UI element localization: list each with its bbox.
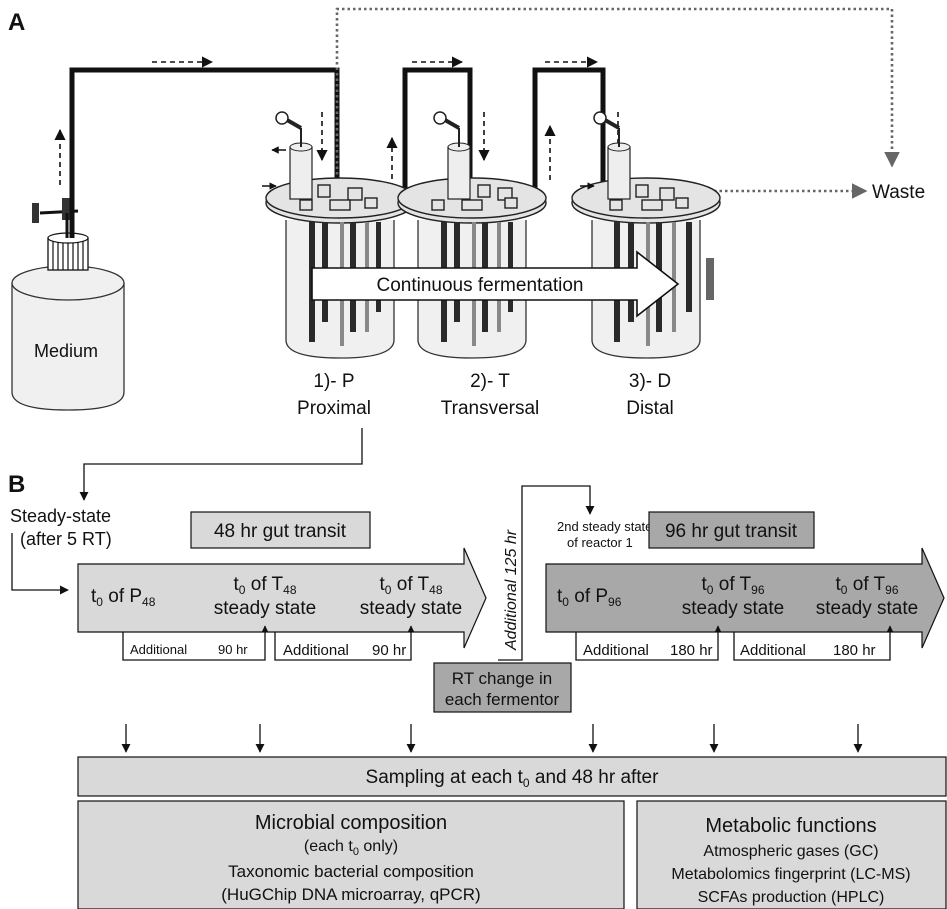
phase48-steady-2: steady state bbox=[360, 598, 462, 619]
bracket-180-1 bbox=[575, 625, 722, 661]
tube-p-to-t bbox=[402, 67, 473, 192]
add96-2-hours: 180 hr bbox=[833, 642, 876, 659]
steady-state-line1: Steady-state bbox=[10, 506, 111, 526]
gas-line bbox=[335, 7, 900, 180]
phase48-t0-t2: t0 of T48 bbox=[380, 574, 443, 597]
microbial-line1: Taxonomic bacterial composition bbox=[228, 862, 474, 881]
sampling-box bbox=[77, 756, 947, 797]
transit-48-label: 48 hr gut transit bbox=[214, 521, 347, 542]
add96-1-word: Additional bbox=[583, 642, 649, 659]
metabolic-line1: Atmospheric gases (GC) bbox=[703, 843, 878, 860]
microbial-line2: (HuGChip DNA microarray, qPCR) bbox=[221, 885, 480, 904]
reactor-distal bbox=[571, 111, 721, 359]
metabolic-title: Metabolic functions bbox=[705, 815, 876, 837]
continuous-fermentation-arrow bbox=[311, 250, 680, 318]
add48-1-hours: 90 hr bbox=[218, 642, 248, 657]
tube-t-to-d bbox=[532, 67, 606, 192]
phase96-t0-t1: t0 of T96 bbox=[702, 574, 765, 597]
metabolic-line3: SCFAs production (HPLC) bbox=[698, 889, 885, 906]
phase96-t0-p: t0 of P96 bbox=[557, 586, 622, 609]
phase48-t0-t1: t0 of T48 bbox=[234, 574, 297, 597]
transit-96-label: 96 hr gut transit bbox=[665, 521, 798, 542]
connector-125hr bbox=[498, 485, 595, 661]
metabolic-functions-box bbox=[636, 800, 947, 909]
add96-2-word: Additional bbox=[740, 642, 806, 659]
bracket-90-1 bbox=[122, 625, 269, 661]
reactor-transversal bbox=[397, 111, 547, 359]
transit-96-box bbox=[648, 511, 815, 549]
connector-to-steady-state bbox=[79, 428, 363, 501]
continuous-fermentation-label: Continuous fermentation bbox=[376, 275, 583, 296]
reactor-1-name: Proximal bbox=[297, 398, 371, 419]
add48-1-word: Additional bbox=[130, 642, 187, 657]
second-steady-line1: 2nd steady state bbox=[557, 519, 652, 534]
reactor-3-name: Distal bbox=[626, 398, 674, 419]
metabolic-line2: Metabolomics fingerprint (LC-MS) bbox=[671, 866, 910, 883]
medium-bottle bbox=[11, 198, 125, 411]
reactor-1-code: 1)- P bbox=[313, 371, 354, 392]
rt-change-line1: RT change in bbox=[452, 669, 553, 688]
microbial-note: (each t0 only) bbox=[304, 838, 398, 858]
panel-b-label: B bbox=[8, 471, 25, 498]
panel-a-label: A bbox=[8, 9, 25, 36]
steady-state-line2: (after 5 RT) bbox=[20, 529, 112, 549]
sampling-label: Sampling at each t0 and 48 hr after bbox=[366, 767, 660, 790]
microbial-composition-box bbox=[77, 800, 625, 909]
phase96-t0-t2: t0 of T96 bbox=[836, 574, 899, 597]
reactor-2-code: 2)- T bbox=[470, 371, 510, 392]
phase48-steady-1: steady state bbox=[214, 598, 316, 619]
reactor-3-code: 3)- D bbox=[629, 371, 671, 392]
add48-2-hours: 90 hr bbox=[372, 642, 406, 659]
rt-change-box bbox=[433, 662, 572, 713]
phase-48-arrow bbox=[77, 547, 487, 649]
microbial-title: Microbial composition bbox=[255, 812, 447, 834]
phase48-t0-p: t0 of P48 bbox=[91, 586, 156, 609]
phase96-steady-1: steady state bbox=[682, 598, 784, 619]
steady-state-arrow bbox=[11, 533, 69, 595]
phase-96-arrow bbox=[545, 547, 945, 649]
waste-label: Waste bbox=[872, 182, 925, 203]
second-steady-line2: of reactor 1 bbox=[567, 535, 633, 550]
add96-1-hours: 180 hr bbox=[670, 642, 713, 659]
reactor-2-name: Transversal bbox=[441, 398, 540, 419]
rt-change-line2: each fermentor bbox=[445, 690, 560, 709]
bracket-180-2 bbox=[733, 625, 894, 661]
transit-48-box bbox=[190, 511, 371, 549]
bracket-90-2 bbox=[274, 625, 415, 661]
medium-label: Medium bbox=[34, 341, 98, 361]
add48-2-word: Additional bbox=[283, 642, 349, 659]
additional-125-label: Additional 125 hr bbox=[503, 529, 520, 651]
phase96-steady-2: steady state bbox=[816, 598, 918, 619]
